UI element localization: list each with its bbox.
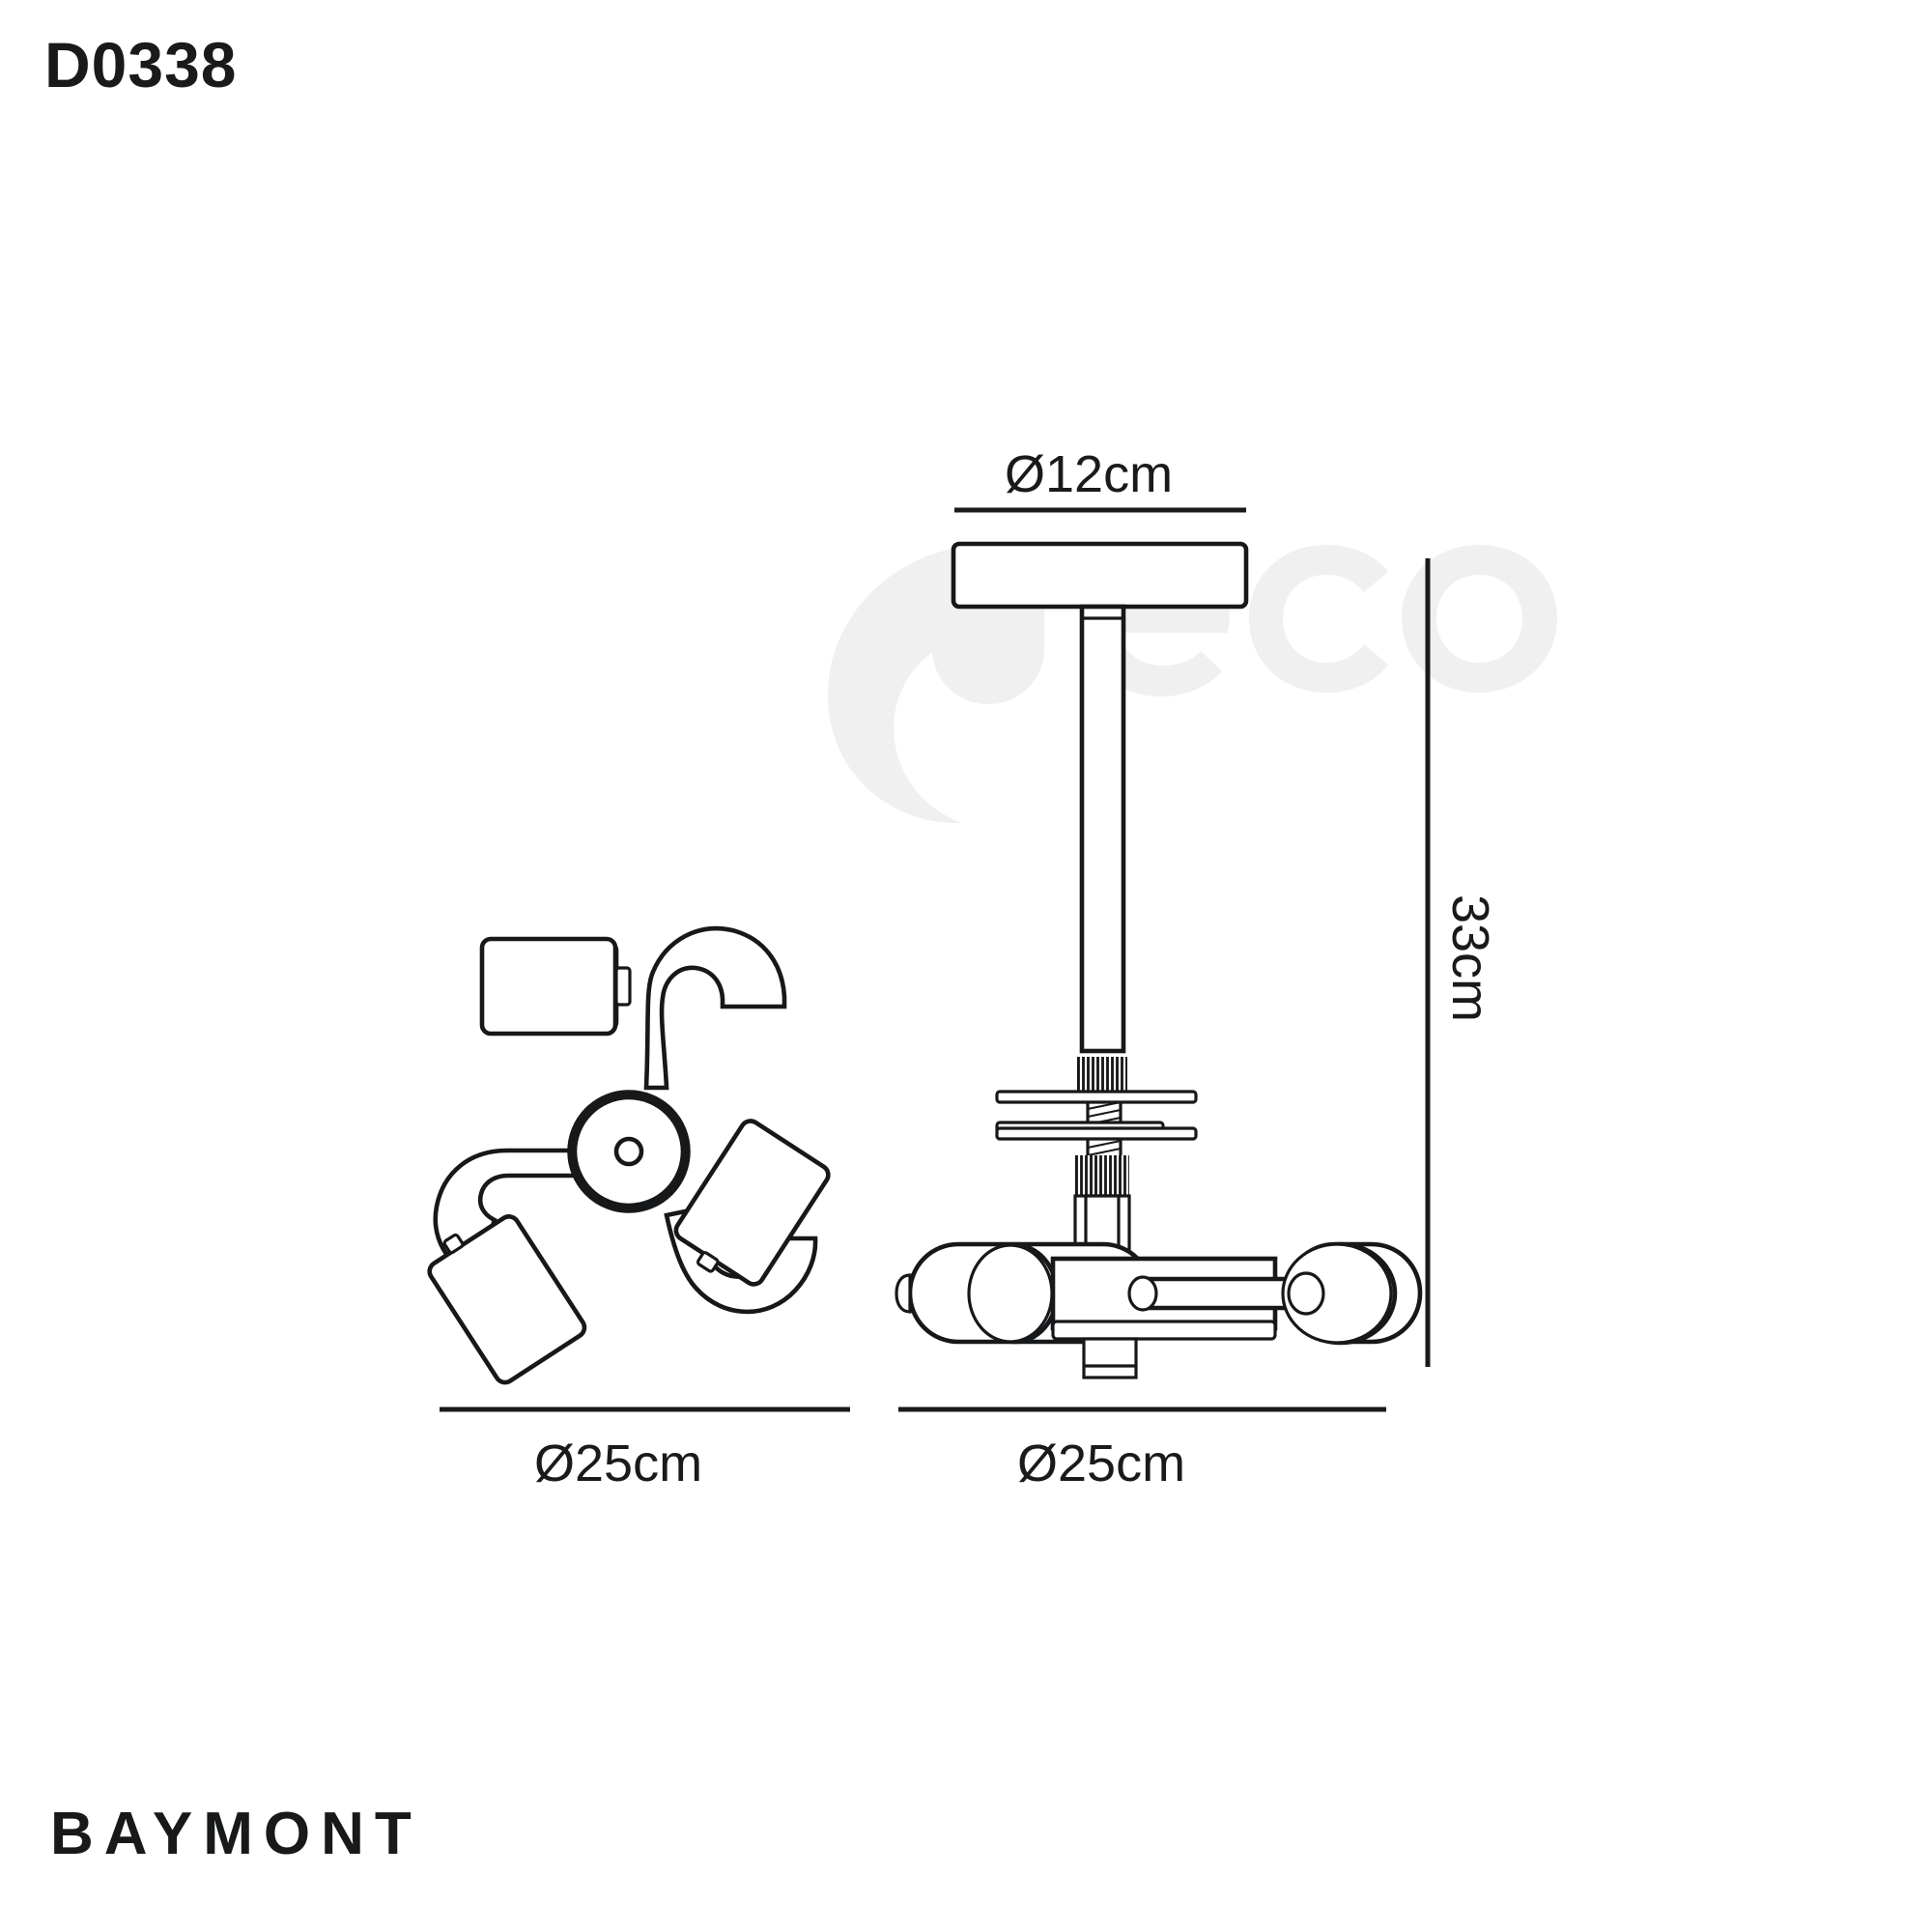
page-title: D0338	[44, 29, 238, 100]
arm	[664, 1207, 818, 1315]
brand-logo: BAYMONT	[50, 1801, 422, 1867]
deco-watermark	[827, 545, 1557, 824]
spot-head	[479, 936, 632, 1037]
spot-head	[895, 1241, 1154, 1345]
spot-head	[673, 1119, 831, 1287]
spot-head	[427, 1214, 587, 1385]
arm	[643, 925, 787, 1091]
dimension-label-height: 33cm	[1441, 894, 1499, 1023]
dimension-label-plan-diameter: Ø25cm	[534, 1435, 703, 1492]
arm	[433, 1148, 594, 1281]
pivot	[613, 1136, 644, 1167]
dimension-label-side-diameter: Ø25cm	[1017, 1435, 1186, 1492]
arm	[1127, 1275, 1320, 1312]
threaded-rod	[1086, 1092, 1122, 1180]
pivot	[895, 1273, 912, 1314]
ceiling-plate	[567, 1090, 691, 1213]
drop-rod	[1073, 1194, 1131, 1262]
spot-head	[1281, 1241, 1423, 1346]
drop-rod	[1079, 604, 1126, 1054]
ceiling-plate	[951, 541, 1249, 610]
knurled-nut	[1077, 1057, 1127, 1094]
disc-plate	[995, 1090, 1198, 1104]
knurled-nut	[1075, 1155, 1129, 1196]
pivot	[1050, 1256, 1278, 1379]
disc-plate	[995, 1121, 1198, 1141]
dimension-label-ceiling-plate: Ø12cm	[1005, 445, 1174, 503]
